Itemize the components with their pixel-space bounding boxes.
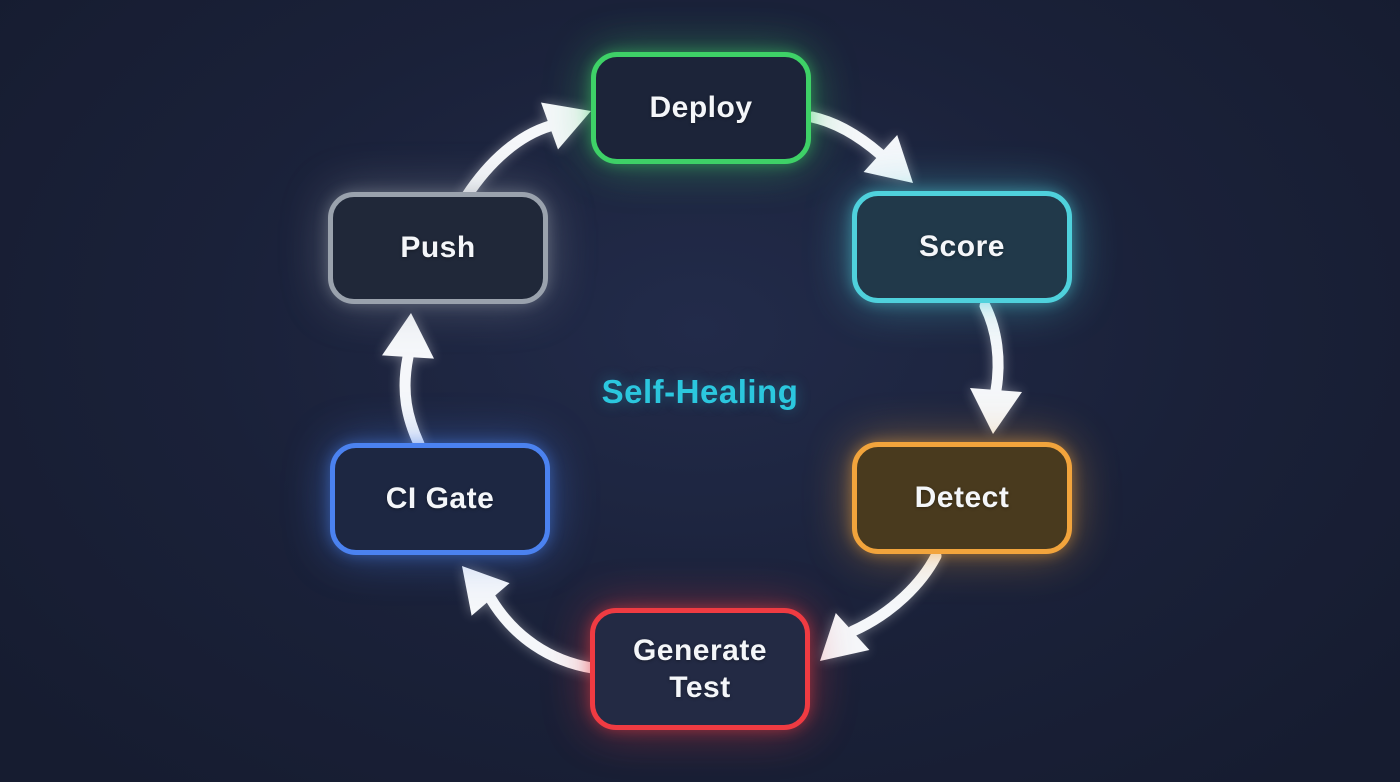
arrow-detect-to-generate-test [820,550,942,661]
node-score: Score [852,191,1072,303]
node-generate-test: Generate Test [590,608,810,730]
arrow-push-to-deploy [460,102,591,203]
node-generate-test-label: Generate Test [632,633,768,705]
node-deploy: Deploy [591,52,811,164]
node-detect-label: Detect [914,481,1010,515]
node-deploy-label: Deploy [649,91,753,125]
node-score-label: Score [919,230,1005,264]
node-push: Push [328,192,548,304]
node-detect: Detect [852,442,1072,554]
arrow-deploy-to-score [806,111,913,183]
arrow-ci-gate-to-push [382,313,434,450]
node-ci-gate: CI Gate [330,443,550,555]
center-label: Self-Healing [601,373,799,410]
arrow-generate-test-to-ci-gate [462,566,598,674]
node-ci-gate-label: CI Gate [385,482,495,516]
arrow-score-to-detect [970,300,1022,434]
node-push-label: Push [400,231,476,265]
